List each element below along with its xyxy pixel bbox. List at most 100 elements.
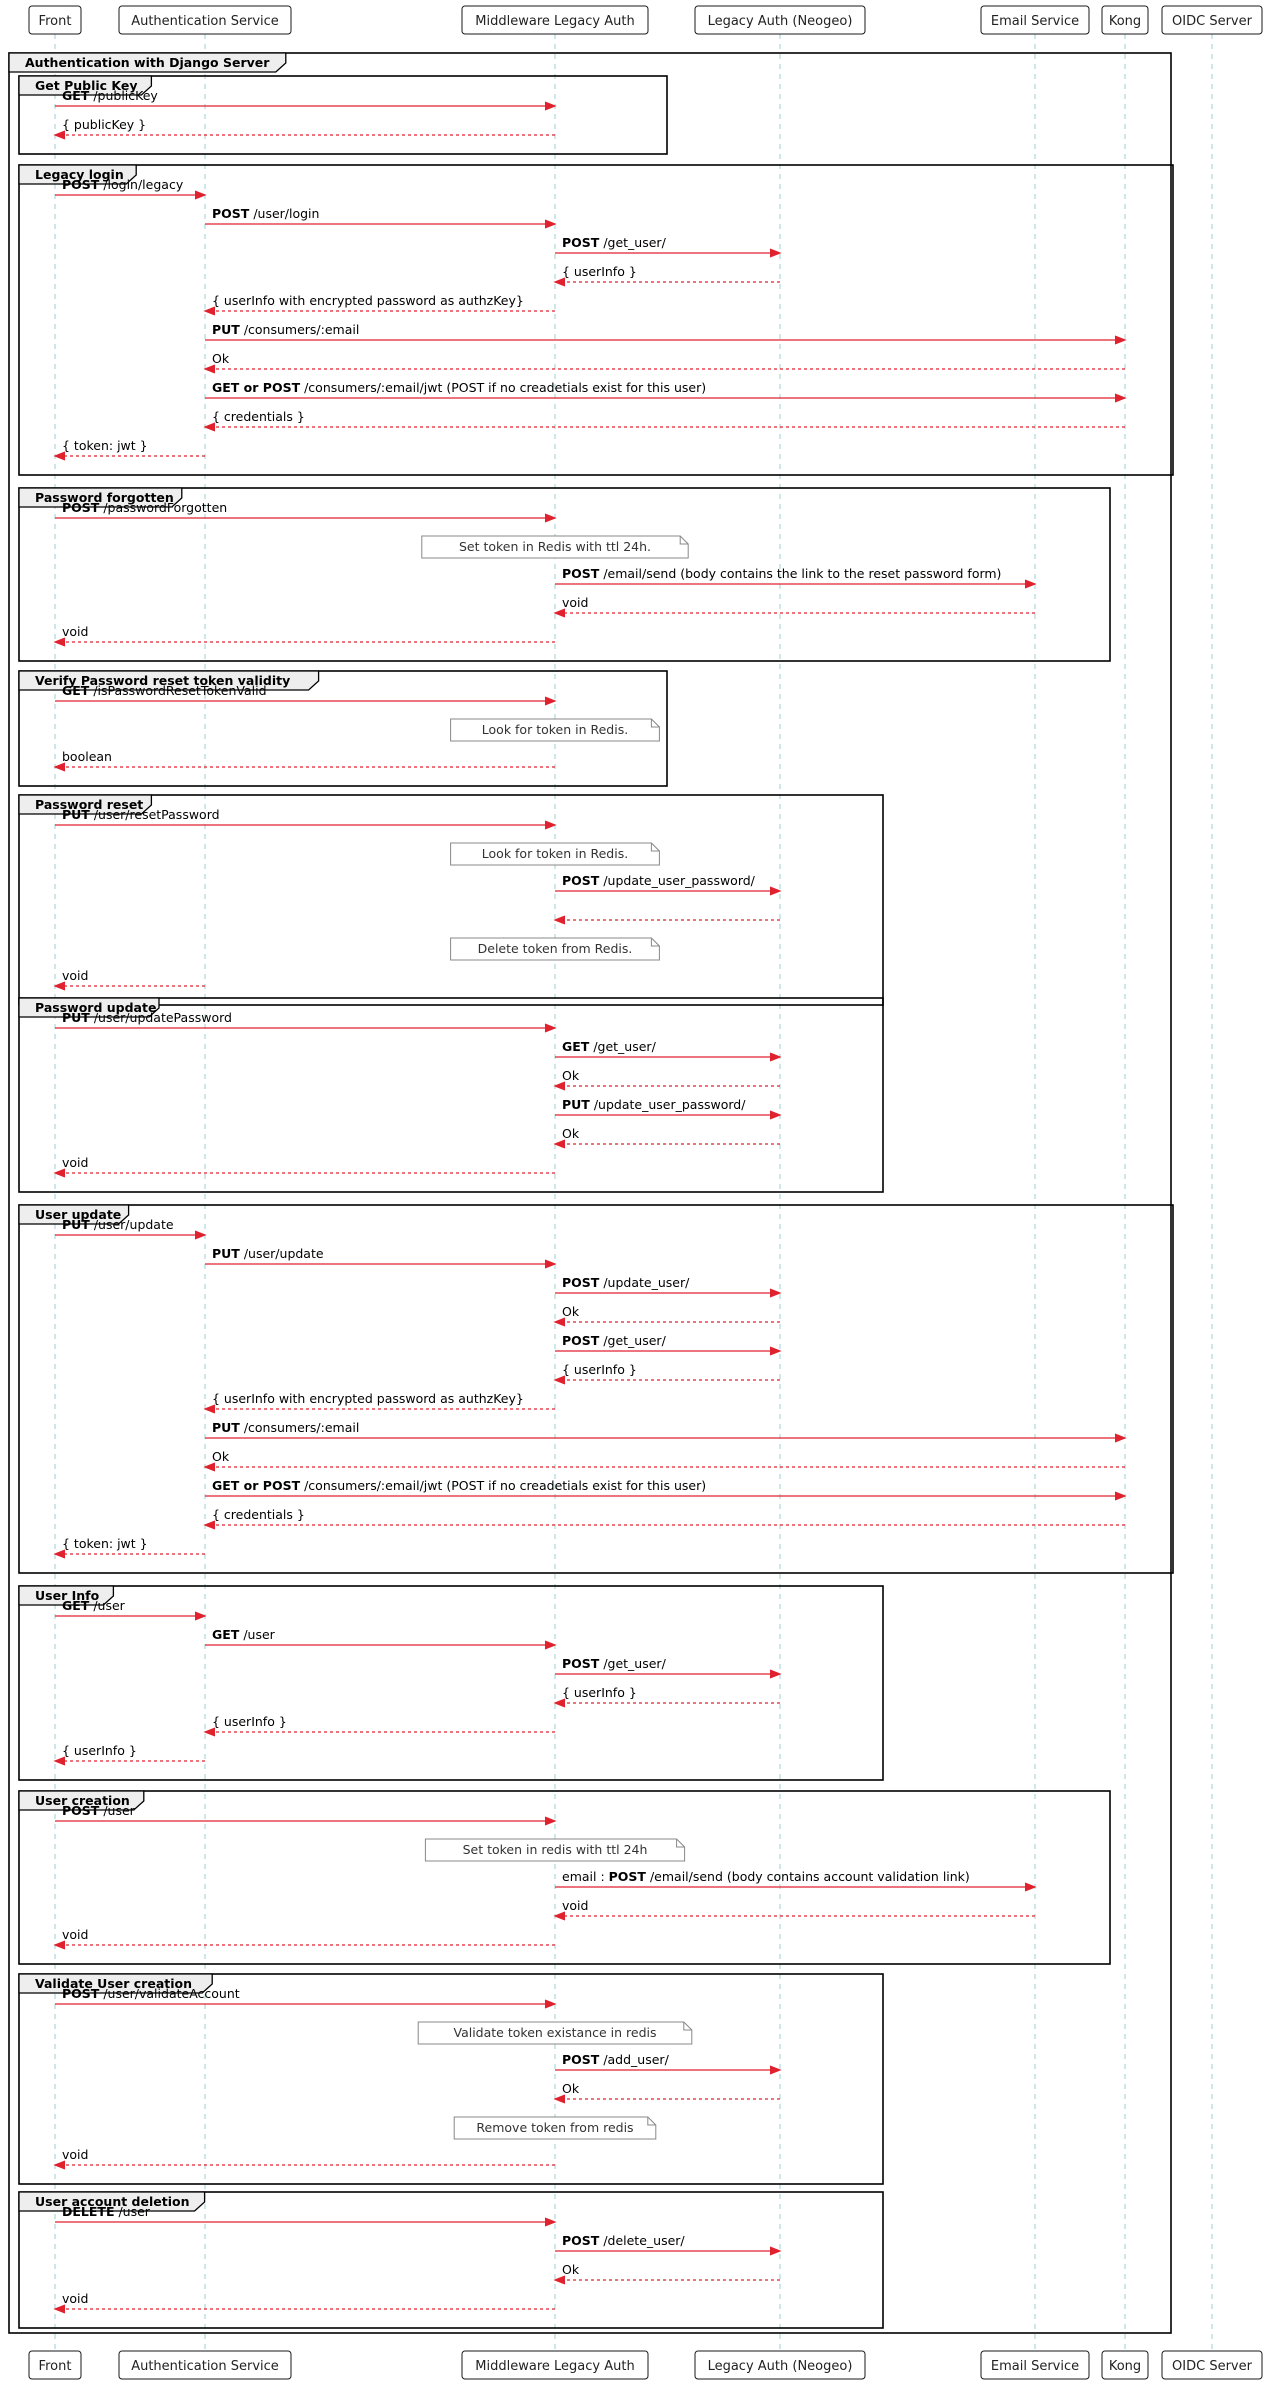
participant-box bbox=[694, 5, 866, 35]
group-frame-border bbox=[18, 164, 1174, 476]
message-arrowhead bbox=[544, 1999, 557, 2009]
reply-message: Ok bbox=[553, 1304, 780, 1327]
message-text: { userInfo with encrypted password as au… bbox=[212, 293, 524, 308]
message-arrowhead bbox=[553, 2094, 566, 2104]
group-frame-tab bbox=[18, 1973, 213, 1994]
reply-message bbox=[553, 915, 780, 925]
participant-label: Authentication Service bbox=[131, 2359, 279, 2374]
participant-box bbox=[28, 2350, 82, 2380]
message-method: POST bbox=[609, 1869, 647, 1884]
message-arrowhead bbox=[769, 1052, 782, 1062]
reply-message: { userInfo } bbox=[553, 264, 780, 287]
group-frame-label: Get Public Key bbox=[35, 78, 138, 93]
participant-mla: Middleware Legacy Auth bbox=[461, 2350, 649, 2380]
message-label: void bbox=[62, 2291, 88, 2306]
message-text: /user bbox=[243, 1627, 275, 1642]
message-label: POST /passwordForgotten bbox=[62, 500, 227, 515]
message-label: Ok bbox=[562, 2081, 580, 2096]
note-box bbox=[424, 1838, 686, 1862]
message-arrowhead bbox=[553, 608, 566, 618]
message-arrowhead bbox=[1024, 1882, 1037, 1892]
message-arrowhead bbox=[1114, 1491, 1127, 1501]
reply-message: { userInfo with encrypted password as au… bbox=[203, 1391, 555, 1414]
note: Set token in Redis with ttl 24h. bbox=[421, 535, 689, 559]
message-text: /user bbox=[118, 2204, 150, 2219]
message-text: /isPasswordResetTokenValid bbox=[93, 683, 266, 698]
message-label: POST /user bbox=[62, 1803, 136, 1818]
note: Remove token from redis bbox=[453, 2116, 657, 2140]
group-frame-validate-user-creation: Validate User creation bbox=[18, 1973, 884, 2185]
message-text: Ok bbox=[562, 1304, 580, 1319]
reply-message: { userInfo with encrypted password as au… bbox=[203, 293, 555, 316]
participant-box bbox=[1101, 5, 1149, 35]
participant-label: Middleware Legacy Auth bbox=[475, 2359, 634, 2374]
message-arrowhead bbox=[53, 1940, 66, 1950]
message-label: Ok bbox=[212, 1449, 230, 1464]
message-label: void bbox=[62, 2147, 88, 2162]
participant-label: Middleware Legacy Auth bbox=[475, 14, 634, 29]
message-text: /email/send (body contains account valid… bbox=[650, 1869, 970, 1884]
request-message: POST /update_user/ bbox=[555, 1275, 782, 1298]
message-arrowhead bbox=[553, 1139, 566, 1149]
group-frame-tab bbox=[18, 1790, 145, 1811]
reply-message: void bbox=[53, 968, 205, 991]
message-label: { userInfo } bbox=[562, 1362, 637, 1377]
message-arrowhead bbox=[1024, 579, 1037, 589]
participant-email: Email Service bbox=[980, 2350, 1090, 2380]
message-arrowhead bbox=[544, 219, 557, 229]
message-text: /user/updatePassword bbox=[94, 1010, 232, 1025]
message-text: /get_user/ bbox=[603, 1333, 666, 1348]
message-text: /update_user_password/ bbox=[594, 1097, 746, 1112]
message-text: { credentials } bbox=[212, 1507, 305, 1522]
group-frame-border bbox=[18, 1204, 1174, 1574]
message-arrowhead bbox=[544, 696, 557, 706]
message-arrowhead bbox=[553, 1081, 566, 1091]
group-frame-border bbox=[18, 487, 1111, 662]
message-label: PUT /update_user_password/ bbox=[562, 1097, 746, 1112]
message-label: PUT /consumers/:email bbox=[212, 1420, 359, 1435]
message-text: { credentials } bbox=[212, 409, 305, 424]
message-text: void bbox=[62, 2291, 88, 2306]
note-text: Set token in Redis with ttl 24h. bbox=[459, 539, 651, 554]
message-arrowhead bbox=[553, 277, 566, 287]
message-label: { credentials } bbox=[212, 1507, 305, 1522]
message-arrowhead bbox=[544, 820, 557, 830]
participant-oidc: OIDC Server bbox=[1161, 5, 1263, 35]
message-text: Ok bbox=[212, 1449, 230, 1464]
participant-neogeo: Legacy Auth (Neogeo) bbox=[694, 5, 866, 35]
group-frame-border bbox=[18, 2191, 884, 2329]
message-text: /email/send (body contains the link to t… bbox=[603, 566, 1001, 581]
message-label: POST /delete_user/ bbox=[562, 2233, 685, 2248]
note-fold bbox=[683, 2022, 692, 2031]
message-arrowhead bbox=[194, 1230, 207, 1240]
request-message: DELETE /user bbox=[55, 2204, 557, 2227]
message-text: /update_user_password/ bbox=[603, 873, 755, 888]
message-method: GET bbox=[62, 1598, 90, 1613]
message-arrowhead bbox=[53, 1168, 66, 1178]
message-arrowhead bbox=[203, 1520, 216, 1530]
group-frame-label: Authentication with Django Server bbox=[25, 55, 270, 70]
message-method: POST bbox=[62, 177, 100, 192]
message-method: PUT bbox=[212, 322, 240, 337]
message-label: POST /get_user/ bbox=[562, 1656, 667, 1671]
group-frame-border bbox=[18, 670, 668, 787]
group-frame-label: User Info bbox=[35, 1588, 100, 1603]
participant-email: Email Service bbox=[980, 5, 1090, 35]
participant-kong: Kong bbox=[1101, 2350, 1149, 2380]
group-frame-border bbox=[18, 1973, 884, 2185]
message-method: PUT bbox=[62, 1217, 90, 1232]
message-arrowhead bbox=[53, 2160, 66, 2170]
participant-auth: Authentication Service bbox=[118, 2350, 292, 2380]
message-text: /update_user/ bbox=[603, 1275, 690, 1290]
message-text: void bbox=[62, 1927, 88, 1942]
reply-message: void bbox=[553, 1898, 1035, 1921]
reply-message: void bbox=[53, 2147, 555, 2170]
message-label: Ok bbox=[212, 351, 230, 366]
request-message: GET /user bbox=[205, 1627, 557, 1650]
message-label: { publicKey } bbox=[62, 117, 146, 132]
message-text: { userInfo } bbox=[562, 1685, 637, 1700]
message-arrowhead bbox=[769, 1346, 782, 1356]
group-frame-label: User account deletion bbox=[35, 2194, 190, 2209]
request-message: POST /email/send (body contains the link… bbox=[555, 566, 1037, 589]
